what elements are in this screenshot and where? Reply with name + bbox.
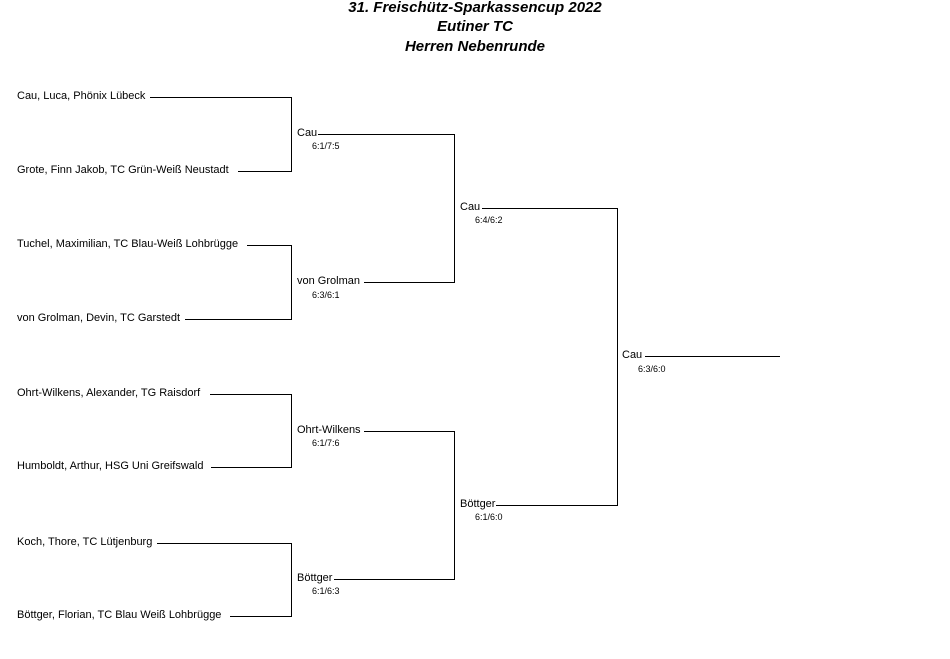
- bracket-line: [334, 579, 455, 580]
- bracket-line: [211, 467, 292, 468]
- bracket-line: [157, 543, 292, 544]
- bracket-line: [291, 97, 292, 172]
- player-entry: von Grolman, Devin, TC Garstedt: [17, 312, 182, 325]
- bracket-line: [291, 245, 292, 320]
- bracket-line: [210, 394, 292, 395]
- match-score: 6:1/7:5: [312, 141, 340, 151]
- bracket-line: [364, 282, 455, 283]
- bracket-line: [645, 356, 780, 357]
- bracket-line: [150, 97, 292, 98]
- bracket-line: [291, 394, 292, 468]
- bracket-line: [318, 134, 455, 135]
- club-name: Eutiner TC: [437, 18, 513, 35]
- player-entry: Cau, Luca, Phönix Lübeck: [17, 90, 147, 103]
- winner-name: Cau: [297, 127, 319, 140]
- winner-name: Böttger: [460, 498, 497, 511]
- bracket-line: [291, 543, 292, 617]
- player-entry: Humboldt, Arthur, HSG Uni Greifswald: [17, 460, 205, 473]
- winner-name: Böttger: [297, 572, 334, 585]
- winner-name: Cau: [460, 201, 482, 214]
- draw-name: Herren Nebenrunde: [404, 38, 546, 55]
- bracket-line: [364, 431, 455, 432]
- bracket-line: [238, 171, 292, 172]
- winner-name: von Grolman: [297, 275, 361, 288]
- bracket-line: [496, 505, 618, 506]
- player-entry: Grote, Finn Jakob, TC Grün-Weiß Neustadt: [17, 164, 230, 177]
- bracket-line: [247, 245, 292, 246]
- bracket-line: [482, 208, 618, 209]
- bracket-line: [185, 319, 292, 320]
- match-score: 6:3/6:0: [638, 364, 666, 374]
- champion-name: Cau: [622, 349, 644, 362]
- winner-name: Ohrt-Wilkens: [297, 424, 362, 437]
- player-entry: Tuchel, Maximilian, TC Blau-Weiß Lohbrüg…: [17, 238, 240, 251]
- player-entry: Koch, Thore, TC Lütjenburg: [17, 536, 154, 549]
- match-score: 6:3/6:1: [312, 290, 340, 300]
- tournament-title: 31. Freischütz-Sparkassencup 2022: [348, 0, 602, 16]
- bracket-line: [454, 134, 455, 283]
- match-score: 6:1/7:6: [312, 438, 340, 448]
- player-entry: Ohrt-Wilkens, Alexander, TG Raisdorf: [17, 387, 202, 400]
- match-score: 6:4/6:2: [475, 215, 503, 225]
- match-score: 6:1/6:3: [312, 586, 340, 596]
- bracket-line: [230, 616, 292, 617]
- bracket-line: [617, 208, 618, 506]
- player-entry: Böttger, Florian, TC Blau Weiß Lohbrügge: [17, 609, 223, 622]
- bracket-line: [454, 431, 455, 580]
- match-score: 6:1/6:0: [475, 512, 503, 522]
